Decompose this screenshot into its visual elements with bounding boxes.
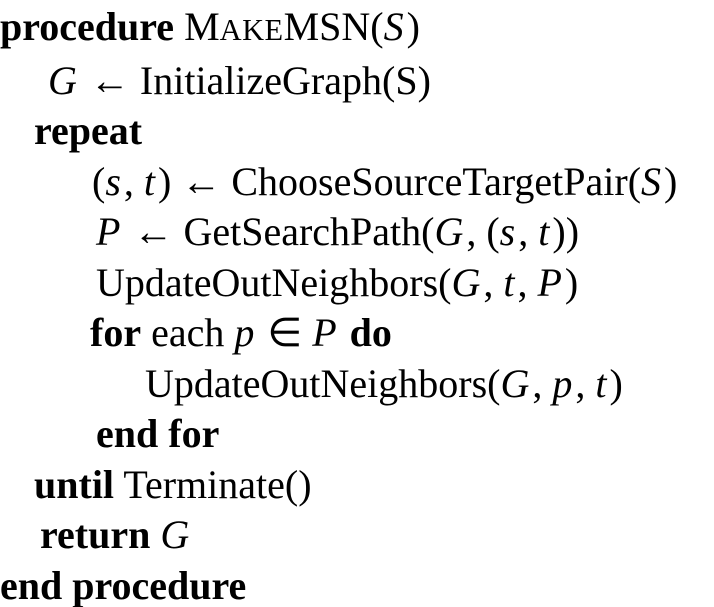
code-segment-plain: , [483, 259, 504, 305]
code-segment-keyword: end for [96, 411, 220, 456]
code-segment-plain: , ( [466, 209, 500, 254]
code-segment-plain: ) ← ChooseSourceTargetPair( [158, 158, 642, 204]
code-segment-var: p [552, 360, 573, 406]
code-segment-plain: each [141, 310, 235, 355]
code-segment-plain: )) [552, 209, 580, 254]
code-segment-plain: ← GetSearchPath( [123, 209, 435, 254]
code-segment-plain: ( [92, 158, 106, 204]
code-segment-var: P [96, 209, 121, 254]
code-segment-plain: ) [406, 4, 420, 49]
code-segment-var: S [383, 4, 404, 49]
code-segment-plain: ← InitializeGraph(S) [79, 57, 431, 103]
code-segment-plain: , [517, 259, 538, 305]
code-segment-keyword: until [34, 461, 115, 507]
algorithm-line-3: repeat [0, 106, 714, 157]
code-segment-plain: ) [564, 259, 579, 305]
code-segment-keyword: do [349, 310, 392, 355]
code-segment-plain: , [518, 209, 539, 254]
algorithm-line-9: end for [0, 409, 714, 460]
algorithm-line-1: procedure MAKEMSN(S) [0, 2, 714, 56]
algorithm-line-4: (s, t) ← ChooseSourceTargetPair(S) [0, 157, 714, 208]
code-segment-plain: , [532, 360, 553, 406]
code-segment-plain: , [575, 360, 596, 406]
algorithm-line-2: G ← InitializeGraph(S) [0, 56, 714, 107]
code-segment-var: p [234, 310, 255, 355]
code-segment-var: P [312, 310, 337, 355]
algorithm-line-10: until Terminate() [0, 460, 714, 511]
code-segment-keyword: for [90, 310, 142, 355]
code-segment-plain: UpdateOutNeighbors( [145, 360, 501, 406]
code-segment-keyword: procedure [0, 4, 185, 49]
code-segment-var: t [143, 158, 156, 204]
algorithm-line-8: UpdateOutNeighbors(G, p, t) [0, 359, 714, 410]
code-segment-var: s [499, 209, 516, 254]
code-segment-var: G [48, 57, 77, 103]
code-segment-plain: Terminate() [114, 461, 312, 507]
algorithm-line-11: return G [0, 510, 714, 561]
algorithm-line-7: for each p ∈ P do [0, 308, 714, 359]
algorithm-line-5: P ← GetSearchPath(G, (s, t)) [0, 207, 714, 258]
code-segment-plain: ∈ [257, 310, 313, 355]
code-segment-var: t [503, 259, 515, 305]
code-segment-plain: UpdateOutNeighbors( [96, 259, 452, 305]
code-segment-keyword: return [40, 512, 161, 557]
code-segment-plain: ) [609, 360, 623, 406]
code-segment-plain: M [184, 4, 220, 49]
code-segment-var: t [595, 360, 607, 406]
code-segment-var: S [641, 158, 662, 204]
code-segment-plain: MSN( [283, 4, 384, 49]
code-segment-plain: ) [664, 158, 678, 204]
code-segment-plain: , [123, 158, 144, 204]
code-segment-plain [340, 310, 350, 355]
code-segment-var: P [537, 259, 562, 305]
code-segment-keyword: end procedure [0, 562, 247, 607]
code-segment-var: G [451, 259, 481, 305]
code-segment-var: t [538, 209, 550, 254]
algorithm-line-6: UpdateOutNeighbors(G, t, P) [0, 258, 714, 309]
algorithm-line-12: end procedure [0, 561, 714, 607]
code-segment-var: G [500, 360, 530, 406]
code-segment-smallcaps: AKE [219, 13, 284, 47]
code-segment-keyword: repeat [34, 108, 143, 153]
code-segment-var: G [160, 512, 190, 557]
code-segment-var: G [434, 209, 464, 254]
code-segment-var: s [105, 158, 121, 204]
